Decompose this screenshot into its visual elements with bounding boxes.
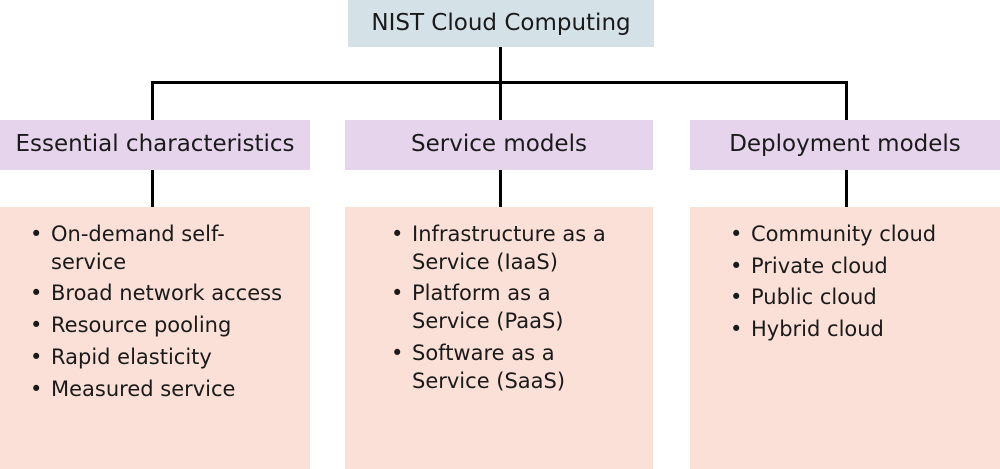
root-node-label: NIST Cloud Computing: [371, 9, 631, 36]
branch-header-essential-characteristics: Essential characteristics: [0, 120, 310, 170]
connector-link-deployment: [845, 170, 848, 208]
connector-drop-service: [499, 81, 502, 120]
branch-header-service-models: Service models: [345, 120, 653, 170]
list-item: Software as a Service (SaaS): [387, 340, 634, 395]
list-item: Private cloud: [726, 253, 990, 281]
bullet-list-service-models: Infrastructure as a Service (IaaS) Platf…: [387, 221, 643, 395]
branch-header-deployment-models: Deployment models: [690, 120, 1000, 170]
branch-essential-characteristics: Essential characteristics On-demand self…: [0, 120, 310, 469]
branch-deployment-models: Deployment models Community cloud Privat…: [690, 120, 1000, 469]
connector-link-essential: [151, 170, 154, 208]
branch-header-label: Service models: [411, 131, 587, 158]
branch-content-essential-characteristics: On-demand self-service Broad network acc…: [0, 207, 310, 469]
list-item: Infrastructure as a Service (IaaS): [387, 221, 634, 276]
bullet-list-essential-characteristics: On-demand self-service Broad network acc…: [26, 221, 300, 403]
list-item: Community cloud: [726, 221, 990, 249]
branch-content-deployment-models: Community cloud Private cloud Public clo…: [690, 207, 1000, 469]
branch-service-models: Service models Infrastructure as a Servi…: [345, 120, 653, 469]
branch-header-label: Deployment models: [729, 131, 961, 158]
list-item: Hybrid cloud: [726, 316, 990, 344]
connector-drop-deployment: [845, 81, 848, 120]
list-item: Measured service: [26, 376, 283, 404]
list-item: On-demand self-service: [26, 221, 283, 276]
connector-root-stem: [499, 47, 502, 83]
branch-content-service-models: Infrastructure as a Service (IaaS) Platf…: [345, 207, 653, 469]
list-item: Rapid elasticity: [26, 344, 283, 372]
list-item: Resource pooling: [26, 312, 283, 340]
branch-header-label: Essential characteristics: [15, 131, 295, 158]
list-item: Platform as a Service (PaaS): [387, 280, 634, 335]
connector-drop-essential: [151, 81, 154, 120]
root-node-nist-cloud-computing: NIST Cloud Computing: [348, 0, 654, 47]
list-item: Broad network access: [26, 280, 283, 308]
bullet-list-deployment-models: Community cloud Private cloud Public clo…: [726, 221, 990, 344]
connector-link-service: [499, 170, 502, 208]
list-item: Public cloud: [726, 284, 990, 312]
